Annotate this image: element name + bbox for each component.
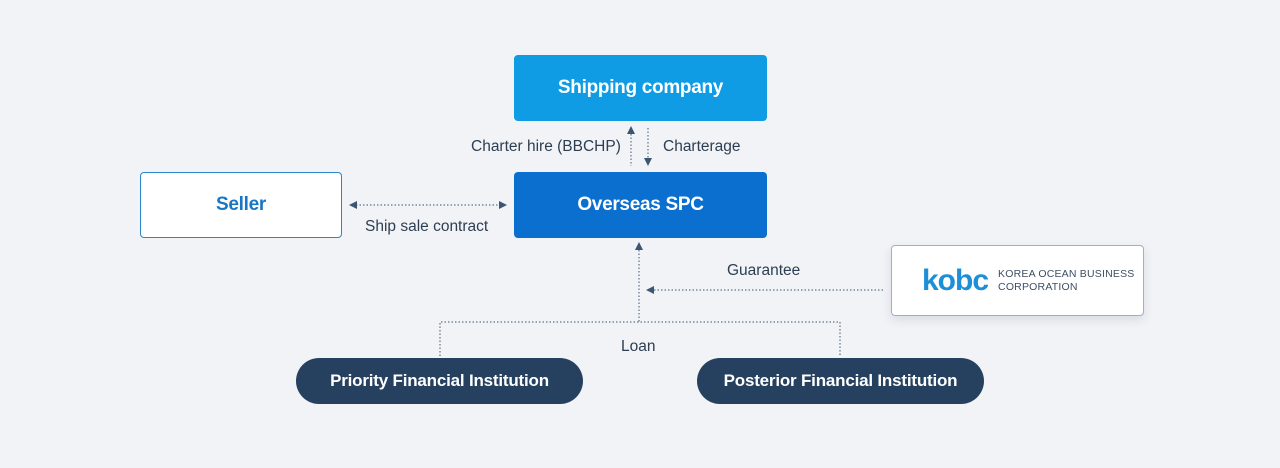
seller-node: Seller xyxy=(140,172,342,238)
arrow-down-icon xyxy=(644,158,652,166)
posterior-institution-node: Posterior Financial Institution xyxy=(697,358,984,404)
charter-hire-label: Charter hire (BBCHP) xyxy=(471,138,621,155)
arrow-up-icon xyxy=(635,242,643,250)
priority-institution-node: Priority Financial Institution xyxy=(296,358,583,404)
overseas-spc-label: Overseas SPC xyxy=(577,194,704,215)
arrow-right-icon xyxy=(499,201,507,209)
seller-label: Seller xyxy=(216,194,266,215)
kobc-logo: kobc xyxy=(922,263,989,297)
guarantee-label: Guarantee xyxy=(727,262,801,279)
arrow-up-icon xyxy=(627,126,635,134)
arrow-left-icon xyxy=(646,286,654,294)
shipping-company-node: Shipping company xyxy=(514,55,767,121)
kobc-name-line2: CORPORATION xyxy=(998,280,1078,293)
overseas-spc-node: Overseas SPC xyxy=(514,172,767,238)
ship-sale-label: Ship sale contract xyxy=(365,218,489,235)
shipping-company-label: Shipping company xyxy=(557,77,724,98)
kobc-name: KOREA OCEAN BUSINESS CORPORATION xyxy=(998,268,1134,292)
arrow-left-icon xyxy=(349,201,357,209)
posterior-label: Posterior Financial Institution xyxy=(723,371,958,390)
kobc-node: kobc KOREA OCEAN BUSINESS CORPORATION xyxy=(891,245,1144,316)
priority-label: Priority Financial Institution xyxy=(330,371,549,390)
kobc-name-line1: KOREA OCEAN BUSINESS xyxy=(998,268,1135,281)
charterage-label: Charterage xyxy=(663,138,741,155)
loan-label: Loan xyxy=(621,338,656,355)
